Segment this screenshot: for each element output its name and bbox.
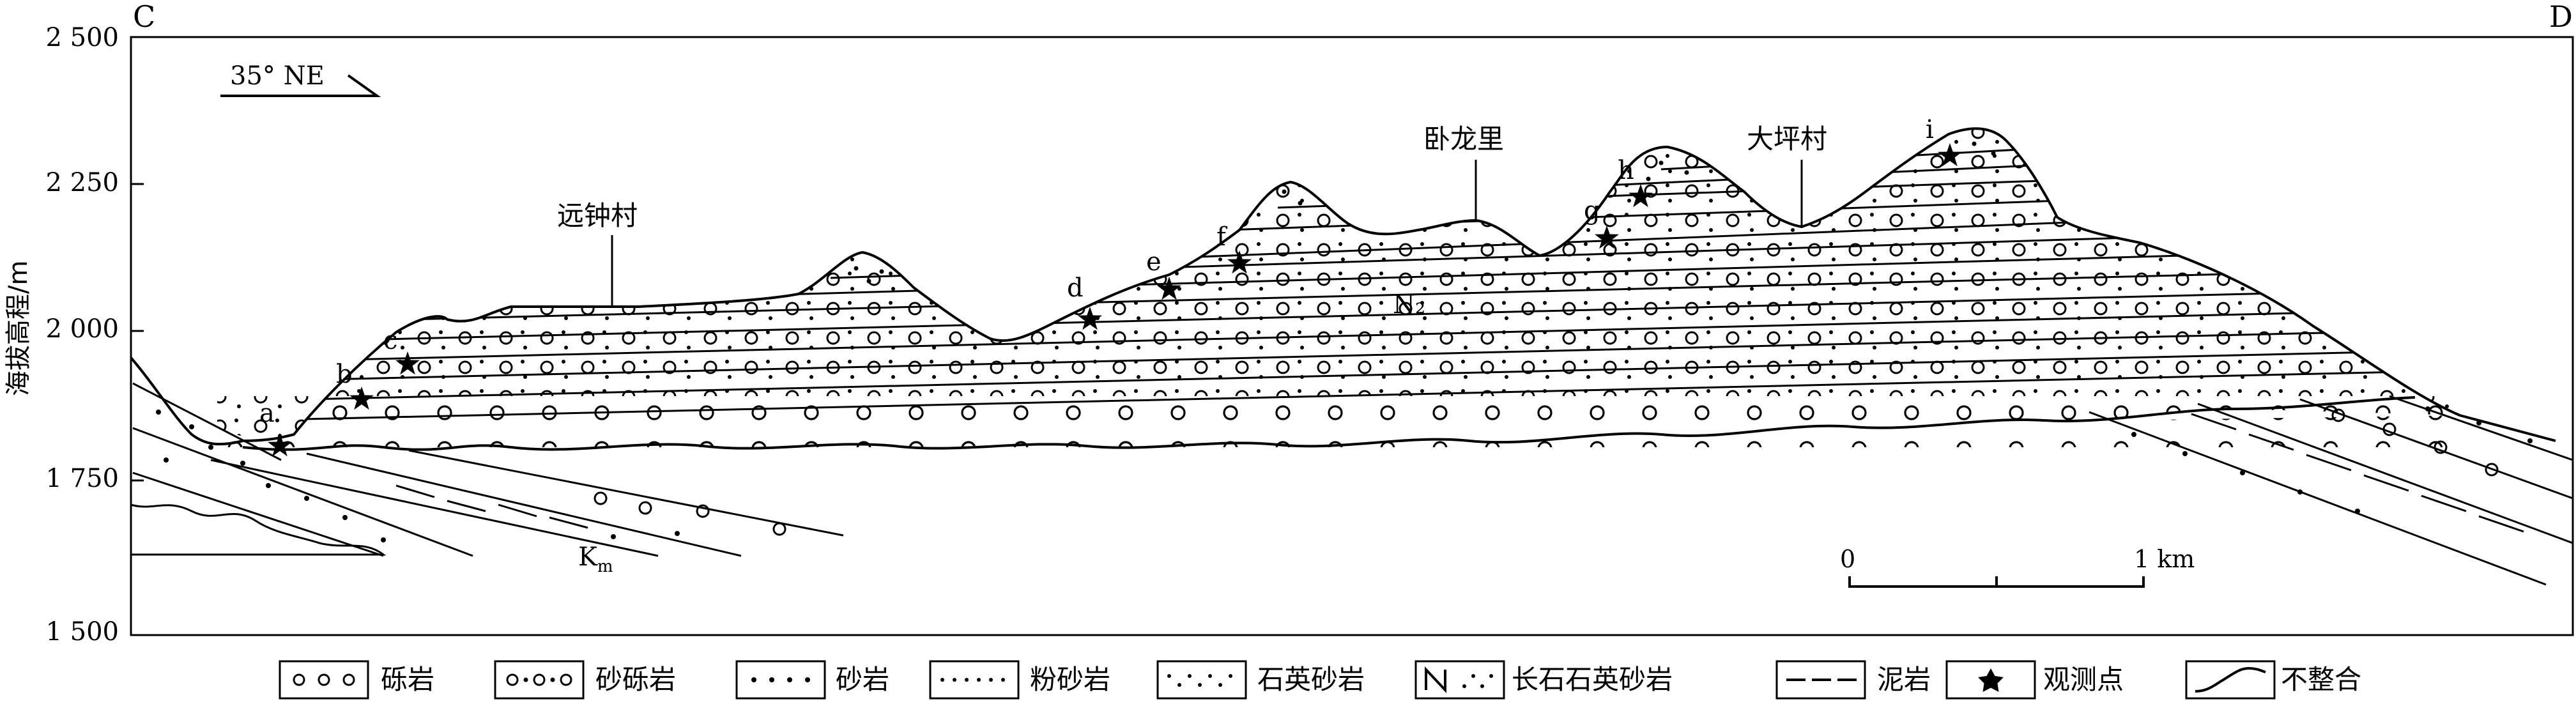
- observation-star-icon: [1157, 277, 1181, 300]
- observation-point-label: f: [1216, 222, 1228, 252]
- legend-swatch-sandy-conglomerate: [494, 660, 585, 700]
- observation-point-label: e: [1146, 247, 1162, 277]
- legend-swatch-sandstone: [735, 660, 826, 700]
- place-labels: 远钟村 卧龙里 大坪村: [557, 123, 1827, 308]
- legend-swatch-conglomerate: [279, 660, 369, 700]
- legend-label: 石英砂岩: [1257, 664, 1365, 695]
- observation-point-label: b: [336, 360, 353, 389]
- legend-swatch-observation-point: [1945, 660, 2036, 700]
- legend: 砾岩 砂砾岩 砂岩 粉砂岩 石英砂岩 长石石英砂岩 泥岩 观测点 不整合: [279, 660, 2361, 700]
- legend-swatch-quartz-sandstone: [1156, 660, 1247, 700]
- legend-swatch-mudstone: [1775, 660, 1866, 700]
- legend-swatch-arkosic-quartz-sandstone: [1414, 660, 1505, 700]
- observation-star-icon: [1938, 143, 1962, 167]
- observation-point-label: h: [1618, 156, 1634, 185]
- observation-star-icon: [268, 433, 292, 457]
- star-icon: [1978, 668, 2004, 692]
- scale-bar: 0 1 km: [1840, 545, 2195, 588]
- formation-label-km: Km: [578, 542, 613, 576]
- observation-star-icon: [1227, 250, 1252, 274]
- observation-point-label: g: [1584, 196, 1600, 226]
- n2-formation: [130, 127, 2556, 451]
- legend-label: 砾岩: [381, 664, 434, 695]
- observation-star-icon: [1595, 226, 1619, 249]
- formation-label-n2: N₂: [1393, 290, 1425, 319]
- legend-label: 粉砂岩: [1030, 664, 1110, 695]
- y-axis-label: 海拔高程/m: [4, 261, 33, 396]
- observation-point-label: i: [1926, 115, 1934, 144]
- y-tick-label: 1 750: [45, 464, 119, 493]
- legend-label: 砂岩: [836, 664, 889, 695]
- observation-star-icon: [349, 387, 374, 410]
- unconformity-line: [242, 396, 2416, 451]
- observation-star-icon: [1629, 184, 1653, 208]
- y-tick-label: 1 500: [45, 617, 119, 647]
- observation-point-label: c: [383, 326, 397, 355]
- y-tick-label: 2 500: [45, 23, 119, 52]
- observation-points: a b c d e f gh i: [259, 115, 1962, 457]
- scale-start-label: 0: [1840, 545, 1855, 573]
- observation-star-icon: [395, 351, 420, 375]
- direction-indicator: 35° NE: [220, 61, 381, 97]
- section-end-right: D: [2549, 0, 2573, 34]
- legend-swatch-siltstone: [929, 660, 1020, 700]
- legend-label: 观测点: [2043, 664, 2124, 695]
- observation-point-label: d: [1067, 273, 1084, 303]
- y-tick-label: 2 000: [45, 314, 119, 344]
- legend-label: 泥岩: [1877, 664, 1931, 695]
- section-end-left: C: [133, 0, 155, 34]
- km-beds-left: [130, 382, 844, 557]
- legend-label: 砂砾岩: [595, 664, 676, 695]
- observation-star-icon: [1078, 307, 1102, 330]
- direction-label: 35° NE: [230, 61, 325, 91]
- scale-end-label: 1 km: [2134, 545, 2195, 573]
- legend-swatch-unconformity: [2185, 660, 2276, 700]
- figure-frame: [130, 36, 2574, 636]
- place-label: 远钟村: [557, 200, 638, 231]
- place-label: 卧龙里: [1423, 123, 1504, 155]
- legend-label: 长石石英砂岩: [1512, 664, 1673, 695]
- observation-point-label: a: [259, 399, 275, 428]
- y-axis: 2 500 2 250 2 000 1 750 1 500 海拔高程/m: [4, 23, 144, 647]
- y-tick-label: 2 250: [45, 168, 119, 197]
- legend-label: 不整合: [2281, 664, 2361, 695]
- place-label: 大坪村: [1747, 123, 1827, 155]
